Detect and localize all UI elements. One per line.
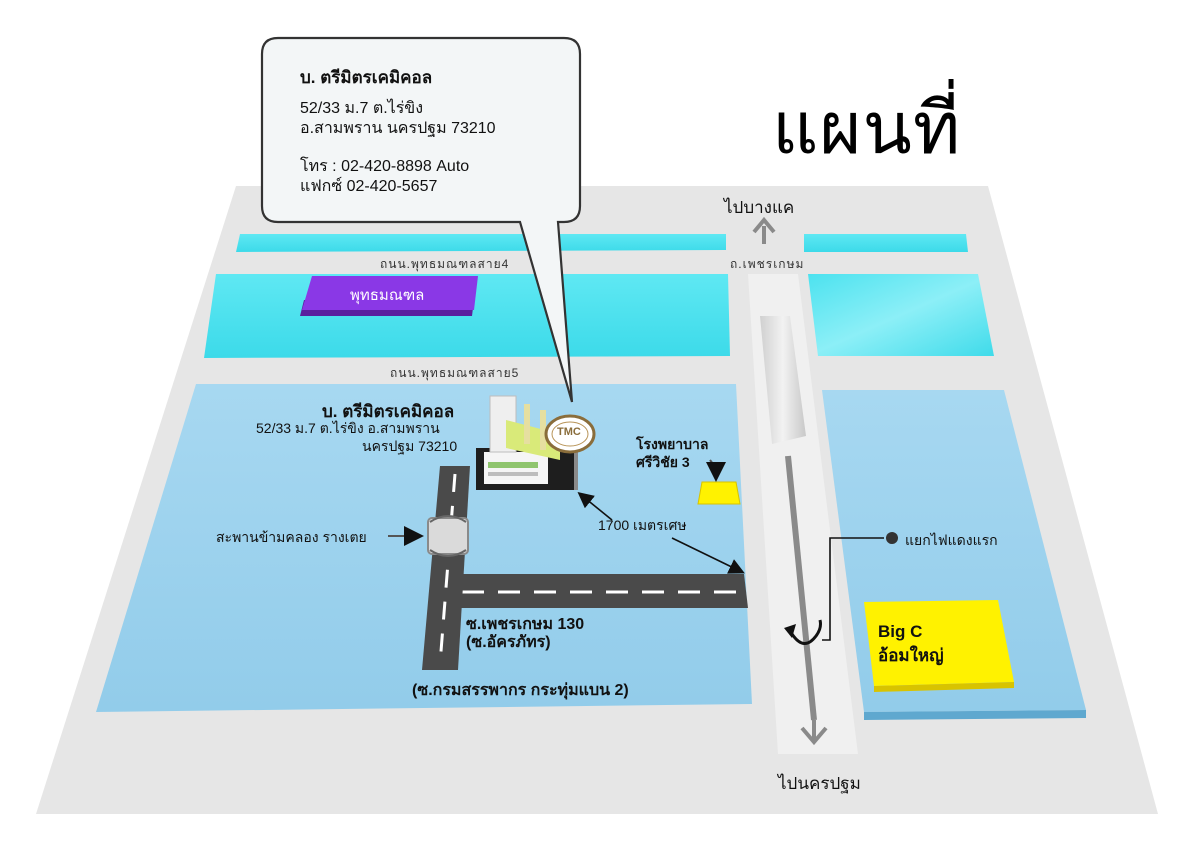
bigc-label-line2: อ้อมใหญ่ xyxy=(878,646,944,665)
soi-road xyxy=(452,574,748,608)
map-company-name: บ. ตรีมิตรเคมิคอล xyxy=(322,402,455,421)
main-road-divider xyxy=(760,316,806,444)
main-road-label: ถ.เพชรเกษม xyxy=(730,257,805,271)
soi-label: ซ.เพชรเกษม 130 xyxy=(466,616,585,633)
land-block-left xyxy=(96,384,752,712)
soi-alt-label: (ซ.อัครภัทร) xyxy=(466,634,551,651)
mid-road-label: ถนน.พุทธมณฑลสาย5 xyxy=(390,366,520,380)
tmc-logo-text: TMC xyxy=(557,426,581,438)
u-turn-icon xyxy=(784,619,822,645)
callout-address-line1: 52/33 ม.7 ต.ไร่ขิง xyxy=(300,100,424,117)
top-strip-left xyxy=(236,234,726,252)
bigc-box xyxy=(864,600,1014,686)
callout-bubble xyxy=(260,36,582,403)
page-title: แผนที่ xyxy=(772,86,962,170)
factory-icon xyxy=(476,395,578,490)
bigc-label-line1: Big C xyxy=(878,622,923,641)
hospital-label-line1: โรงพยาบาล xyxy=(636,436,709,452)
callout-address-line2: อ.สามพราน นครปฐม 73210 xyxy=(300,120,496,137)
traffic-light-label: แยกไฟแดงแรก xyxy=(905,532,998,548)
map-company-line1: 52/33 ม.7 ต.ไร่ขิง อ.สามพราน xyxy=(256,420,440,436)
main-road-lane xyxy=(785,455,817,721)
distance-pointer-to-factory xyxy=(577,491,613,521)
hospital-pointer xyxy=(706,459,726,482)
callout-company: บ. ตรีมิตรเคมิคอล xyxy=(300,68,433,87)
top-road-label: ถนน.พุทธมณฑลสาย4 xyxy=(380,257,510,271)
cyan-block-right xyxy=(808,274,994,356)
direction-south-label: ไปนครปฐม xyxy=(778,774,861,793)
direction-north-label: ไปบางแค xyxy=(724,198,795,217)
top-strip-right xyxy=(804,234,968,252)
temple-box xyxy=(302,276,478,310)
temple-label: พุทธมณฑล xyxy=(350,287,425,304)
distance-label: 1700 เมตรเศษ xyxy=(598,517,687,533)
callout-phone: โทร : 02-420-8898 Auto xyxy=(300,158,470,175)
distance-pointer-to-road xyxy=(671,537,745,574)
arrow-up-icon xyxy=(752,216,776,244)
callout-box: บ. ตรีมิตรเคมิคอล 52/33 ม.7 ต.ไร่ขิง อ.ส… xyxy=(262,38,580,222)
soi-bottom-label: (ซ.กรมสรรพากร กระทุ่มแบน 2) xyxy=(412,682,629,699)
tmc-logo-icon xyxy=(544,414,596,454)
land-block-right-edge xyxy=(864,710,1086,720)
arrow-down-icon xyxy=(800,720,828,746)
traffic-light-pointer xyxy=(822,537,884,641)
map-company-line2: นครปฐม 73210 xyxy=(362,438,458,454)
hospital-box xyxy=(697,481,741,505)
bridge-label: สะพานข้ามคลอง รางเตย xyxy=(216,529,367,545)
callout-fax: แฟกซ์ 02-420-5657 xyxy=(300,178,438,195)
bridge-icon xyxy=(427,515,469,557)
traffic-light-dot xyxy=(886,532,898,544)
bigc-box-edge xyxy=(874,682,1014,692)
hospital-label-line2: ศรีวิชัย 3 xyxy=(636,454,690,470)
